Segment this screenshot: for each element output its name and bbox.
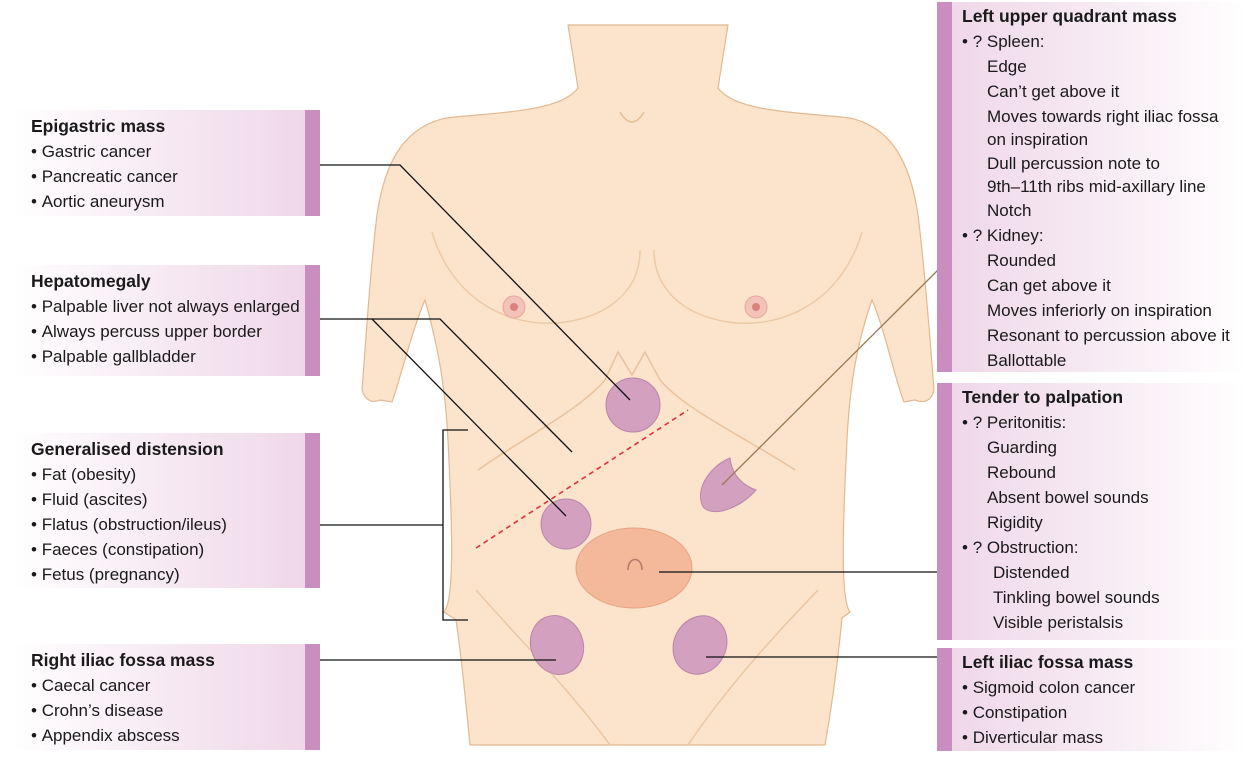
left-nipple-center: [752, 303, 760, 311]
list-item: Always percuss upper border: [31, 319, 283, 344]
umbilicus-icon: [627, 558, 643, 571]
list-item: Crohn’s disease: [31, 698, 283, 723]
right-pectoral: [653, 231, 863, 324]
sternal-notch: [619, 111, 645, 123]
list-item: Moves towards right iliac fossa: [987, 107, 1219, 126]
list-item: 9th–11th ribs mid-axillary line: [987, 177, 1206, 196]
right-iliac-fossa-box: Right iliac fossa mass Caecal cancer Cro…: [13, 644, 320, 750]
list-item: Visible peristalsis: [993, 613, 1124, 632]
list-item: Resonant to percussion above it: [987, 326, 1230, 345]
list-heading: ? Spleen:: [962, 29, 1240, 54]
list-heading: ? Peritonitis:: [962, 410, 1240, 435]
list-item: Appendix abscess: [31, 723, 283, 748]
list-item: Edge: [987, 57, 1027, 76]
list-item: Sigmoid colon cancer: [962, 675, 1240, 700]
list-item: Absent bowel sounds: [987, 488, 1149, 507]
list-item: Caecal cancer: [31, 673, 283, 698]
hepatomegaly-mass: [540, 498, 592, 550]
distension-bracket: [442, 429, 468, 621]
list-item: Fat (obesity): [31, 462, 283, 487]
hepatomegaly-box: Hepatomegaly Palpable liver not always e…: [13, 265, 320, 376]
list-item: Fetus (pregnancy): [31, 562, 283, 587]
list-item: Diverticular mass: [962, 725, 1240, 750]
list-item: Fluid (ascites): [31, 487, 283, 512]
list-item: Guarding: [987, 438, 1057, 457]
list-item: Rigidity: [987, 513, 1043, 532]
list-item: Aortic aneurysm: [31, 189, 283, 214]
right-nipple-center: [510, 303, 518, 311]
leader-hepatomegaly-b: [371, 318, 567, 517]
inguinal-line-left: [687, 589, 819, 746]
box-title: Hepatomegaly: [31, 271, 151, 291]
leader-hepatomegaly-a: [320, 318, 573, 453]
list-item: Rounded: [987, 251, 1057, 270]
list-item: Can get above it: [987, 276, 1111, 295]
epigastric-mass-box: Epigastric mass Gastric cancer Pancreati…: [13, 110, 320, 216]
list-item: Tinkling bowel sounds: [993, 588, 1160, 607]
list-item: Pancreatic cancer: [31, 164, 283, 189]
list-item: Palpable gallbladder: [31, 344, 283, 369]
list-item: Distended: [993, 563, 1070, 582]
leader-luq: [721, 269, 939, 486]
generalised-distension-box: Generalised distension Fat (obesity) Flu…: [13, 433, 320, 588]
list-item: Constipation: [962, 700, 1240, 725]
list-heading: ? Obstruction:: [962, 535, 1240, 560]
luq-mass: [699, 457, 757, 513]
list-item: Moves inferiorly on inspiration: [987, 301, 1212, 320]
box-title: Left iliac fossa mass: [962, 652, 1134, 672]
left-upper-quadrant-box: Left upper quadrant mass ? Spleen: Edge …: [937, 2, 1246, 372]
box-title: Generalised distension: [31, 439, 224, 459]
list-item: Rebound: [987, 463, 1057, 482]
list-item: Faeces (constipation): [31, 537, 283, 562]
tender-to-palpation-box: Tender to palpation ? Peritonitis: Guard…: [937, 383, 1246, 640]
list-item: Notch: [987, 201, 1032, 220]
liver-edge-dashed-line: [475, 409, 689, 549]
list-heading: ? Kidney:: [962, 223, 1240, 248]
costal-margin: [477, 350, 796, 471]
box-title: Tender to palpation: [962, 387, 1124, 407]
generalised-distension-zone: [575, 527, 693, 609]
epigastric-mass: [605, 377, 661, 433]
left-pectoral: [431, 231, 641, 324]
list-item: Gastric cancer: [31, 139, 283, 164]
list-item: Palpable liver not always enlarged: [31, 294, 300, 319]
box-title: Epigastric mass: [31, 116, 166, 136]
list-item: Flatus (obstruction/ileus): [31, 512, 283, 537]
list-item: Can’t get above it: [987, 82, 1120, 101]
list-item: on inspiration: [987, 130, 1089, 149]
box-title: Left upper quadrant mass: [962, 6, 1177, 26]
list-item: Ballottable: [987, 351, 1067, 370]
list-item: Dull percussion note to: [987, 154, 1160, 173]
left-iliac-fossa-box: Left iliac fossa mass Sigmoid colon canc…: [937, 648, 1246, 751]
box-title: Right iliac fossa mass: [31, 650, 215, 670]
